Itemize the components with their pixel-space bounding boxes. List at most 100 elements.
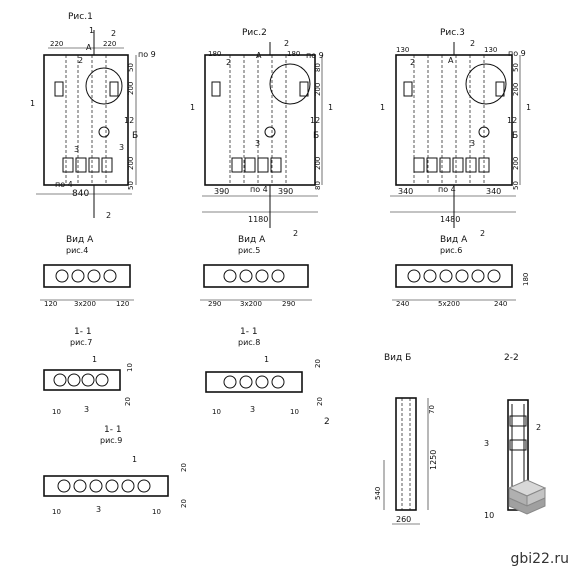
fig8-dim-20: 20 bbox=[314, 359, 322, 368]
fig2-view-a: А bbox=[256, 51, 262, 60]
fig3-dim-width: 1480 bbox=[440, 215, 460, 224]
site-watermark: gbi22.ru bbox=[510, 551, 569, 567]
fig7-label-1: 1 bbox=[92, 355, 97, 364]
fig6-dim-right: 240 bbox=[494, 300, 507, 308]
page-number: 2 bbox=[324, 417, 330, 427]
fig1-label-po9: по 9 bbox=[138, 50, 156, 59]
fig2-dim-200-bottom: 200 bbox=[314, 157, 322, 170]
fig3-view-a: А bbox=[448, 56, 454, 65]
fig5-dim-right: 290 bbox=[282, 300, 295, 308]
fig1-label-3a: 3 bbox=[74, 145, 79, 154]
fig7-dim-10: 10 bbox=[52, 408, 61, 416]
fig8-dim-20b: 20 bbox=[316, 397, 324, 406]
figure-3-panel-plan: Рис.3 130 130 А 2 2 по 9 2 12 Б 3 по 4 3… bbox=[380, 28, 531, 238]
fig3-outline bbox=[395, 54, 513, 186]
vidb-title: Вид Б bbox=[384, 353, 411, 363]
fig3-section-1-right: 1 bbox=[526, 103, 531, 112]
fig2-detail-circle bbox=[269, 63, 311, 105]
fig8-caption: рис.8 bbox=[238, 338, 260, 347]
fig1-outline bbox=[43, 54, 129, 186]
fig3-label-3: 3 bbox=[470, 139, 475, 148]
fig2-label-12: 12 bbox=[310, 116, 320, 125]
fig6-dim-height: 180 bbox=[522, 273, 530, 286]
figure-8-section: 1- 1 рис.8 1 10 3 10 20 20 bbox=[205, 327, 324, 416]
fig1-dim-50-top: 50 bbox=[127, 63, 135, 72]
fig3-label-po9: по 9 bbox=[508, 49, 526, 58]
fig9-label-3: 3 bbox=[96, 505, 101, 514]
fig3-dim-340-left: 340 bbox=[398, 187, 413, 196]
fig9-caption: рис.9 bbox=[100, 436, 122, 445]
fig5-dim-mid: 3х200 bbox=[240, 300, 262, 308]
view-b-side: Вид Б 1250 70 540 260 bbox=[374, 353, 438, 525]
fig1-label-3b: 3 bbox=[119, 143, 124, 152]
fig2-dim-390-left: 390 bbox=[214, 187, 229, 196]
fig1-detail-circle bbox=[85, 67, 123, 105]
fig7-label-3: 3 bbox=[84, 405, 89, 414]
fig2-section-1-left: 1 bbox=[190, 103, 195, 112]
fig9-dim-20: 20 bbox=[180, 463, 188, 472]
figure-7-section: 1- 1 рис.7 1 10 3 20 10 bbox=[43, 327, 134, 416]
fig3-label-2: 2 bbox=[410, 58, 415, 67]
fig3-label-12: 12 bbox=[507, 116, 517, 125]
fig3-section-2-top: 2 bbox=[470, 39, 475, 48]
fig3-section-1-left: 1 bbox=[380, 103, 385, 112]
figure-6-view-a: Вид А рис.6 240 5х200 240 180 bbox=[392, 235, 530, 308]
fig4-title: Вид А bbox=[66, 235, 94, 245]
fig6-caption: рис.6 bbox=[440, 246, 462, 255]
fig3-dim-340-right: 340 bbox=[486, 187, 501, 196]
fig1-label-2: 2 bbox=[78, 56, 83, 65]
fig8-title: 1- 1 bbox=[240, 327, 258, 337]
fig8-label-3: 3 bbox=[250, 405, 255, 414]
fig6-dim-left: 240 bbox=[396, 300, 409, 308]
fig2-section-2-bottom: 2 bbox=[293, 229, 298, 238]
fig3-dim-130-right: 130 bbox=[484, 46, 497, 54]
fig2-label-po4: по 4 bbox=[250, 185, 268, 194]
fig9-title: 1- 1 bbox=[104, 425, 122, 435]
sec22-label-3: 3 bbox=[484, 439, 489, 448]
fig2-dim-180-left: 180 bbox=[208, 50, 221, 58]
fig9-dim-10b: 10 bbox=[152, 508, 161, 516]
fig2-dim-width: 1180 bbox=[248, 215, 268, 224]
vidb-dim-540: 540 bbox=[374, 487, 382, 500]
fig2-dim-200-top: 200 bbox=[314, 83, 322, 96]
fig5-title: Вид А bbox=[238, 235, 266, 245]
fig1-label-12: 12 bbox=[124, 116, 134, 125]
fig1-caption: Рис.1 bbox=[68, 12, 93, 22]
fig2-section-2-top: 2 bbox=[284, 39, 289, 48]
fig9-dim-20b: 20 bbox=[180, 499, 188, 508]
sec22-title: 2-2 bbox=[504, 353, 519, 363]
fig3-caption: Рис.3 bbox=[440, 28, 465, 38]
fig2-dim-390-right: 390 bbox=[278, 187, 293, 196]
fig8-dim-10: 10 bbox=[212, 408, 221, 416]
vidb-dim-70: 70 bbox=[428, 405, 436, 414]
fig1-dim-200-top: 200 bbox=[127, 82, 135, 95]
fig3-dim-50-bottom: 50 bbox=[512, 181, 520, 190]
figure-5-view-a: Вид А рис.5 290 3х200 290 bbox=[200, 235, 312, 308]
figure-2-panel-plan: Рис.2 180 180 А 2 2 по 9 2 12 Б 3 по 4 3… bbox=[190, 28, 333, 238]
fig1-section-2-bottom: 2 bbox=[106, 211, 111, 220]
fig1-section-mark: 1 bbox=[89, 26, 94, 35]
fig1-dim-220-left: 220 bbox=[50, 40, 63, 48]
fig6-dim-mid: 5х200 bbox=[438, 300, 460, 308]
fig7-title: 1- 1 bbox=[74, 327, 92, 337]
fig1-view-b: Б bbox=[132, 131, 138, 141]
fig3-label-po4: по 4 bbox=[438, 185, 456, 194]
fig1-dim-220-right: 220 bbox=[103, 40, 116, 48]
fig9-label-1: 1 bbox=[132, 455, 137, 464]
fig1-section-1-left: 1 bbox=[30, 99, 35, 108]
fig3-section-2-bottom: 2 bbox=[480, 229, 485, 238]
fig1-dim-200-bottom: 200 bbox=[127, 157, 135, 170]
fig1-section-2-top: 2 bbox=[111, 29, 116, 38]
fig4-dim-mid: 3х200 bbox=[74, 300, 96, 308]
figure-9-section: 1- 1 рис.9 1 10 3 10 20 20 bbox=[43, 425, 188, 516]
fig2-dim-180-right: 180 bbox=[287, 50, 300, 58]
fig7-caption: рис.7 bbox=[70, 338, 92, 347]
fig2-dim-80-top: 80 bbox=[314, 63, 322, 72]
fig2-label-3: 3 bbox=[255, 139, 260, 148]
fig6-title: Вид А bbox=[440, 235, 468, 245]
figure-1-panel-plan: Рис.1 220 220 А 1 2 2 по 9 2 12 Б 3 3 по… bbox=[30, 12, 156, 220]
fig2-view-b: Б bbox=[313, 131, 319, 141]
fig3-dim-50-top: 50 bbox=[512, 63, 520, 72]
fig8-label-1: 1 bbox=[264, 355, 269, 364]
